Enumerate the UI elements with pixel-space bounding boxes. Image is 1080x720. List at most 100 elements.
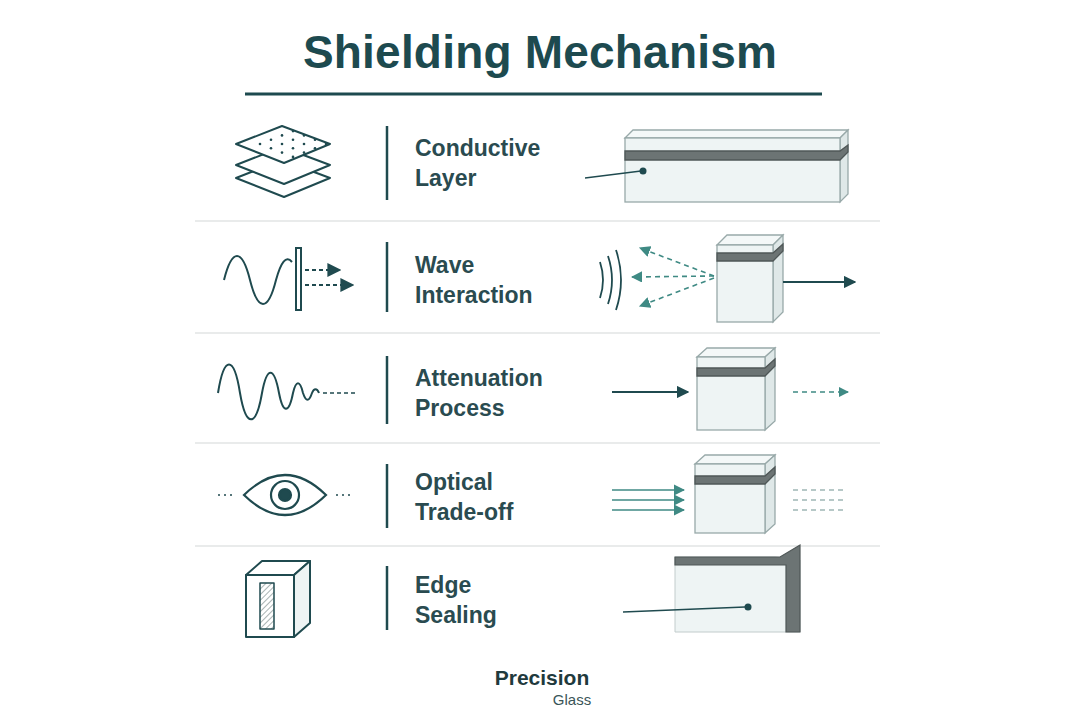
row-divider — [195, 221, 880, 546]
column-bar — [386, 356, 389, 424]
leader-line — [585, 168, 647, 179]
diagram-title: Shielding Mechanism — [303, 25, 777, 79]
wave-icon — [224, 256, 292, 304]
layer-dots — [292, 130, 295, 133]
layers-icon — [236, 126, 330, 163]
layer-dots — [270, 138, 273, 141]
reflected-wave — [632, 276, 714, 277]
layer-dots — [292, 147, 295, 150]
row-label: Attenuation Process — [415, 363, 546, 423]
row-divider — [195, 545, 880, 546]
sealed-panel — [675, 545, 800, 632]
eye-icon — [218, 475, 354, 515]
layer-dots — [281, 143, 284, 146]
glass-block — [625, 130, 848, 138]
glass-block — [717, 244, 783, 261]
logo-text: Precision — [495, 666, 590, 690]
column-bar — [386, 242, 389, 312]
layer-dots — [314, 147, 317, 150]
fading-line — [323, 392, 356, 394]
glass-block — [717, 235, 783, 245]
edge-icon — [246, 575, 294, 637]
glass-block — [695, 455, 775, 533]
glass-block — [697, 348, 775, 430]
row-divider — [195, 220, 880, 221]
glass-block — [695, 464, 765, 533]
layer-dots — [303, 151, 306, 154]
incoming-wave — [616, 250, 621, 310]
reflected-wave — [640, 248, 714, 276]
row-divider — [195, 332, 880, 333]
leader-line — [640, 168, 647, 175]
column-bar — [386, 464, 389, 528]
layer-dots — [303, 134, 306, 137]
wave-icon — [305, 284, 353, 286]
leader-line — [745, 604, 752, 611]
dimmed-light — [793, 499, 846, 500]
glass-block — [765, 455, 775, 533]
glass-block — [840, 130, 848, 202]
leader-line — [585, 171, 641, 178]
dimmed-light — [793, 489, 846, 490]
glass-block — [697, 348, 775, 357]
layer-dots — [314, 138, 317, 141]
glass-block — [625, 145, 848, 160]
sealed-panel — [675, 557, 800, 632]
row-label: Edge Sealing — [415, 570, 500, 630]
layers-icon — [236, 147, 330, 184]
layer-dots — [281, 151, 284, 154]
wave-icon — [305, 269, 340, 271]
reflected-wave — [640, 278, 714, 306]
column-bar — [386, 126, 389, 630]
light-arrows — [612, 509, 684, 511]
leader-line — [623, 604, 752, 613]
light-arrows — [612, 499, 684, 501]
layer-dots — [259, 143, 262, 146]
layer-dots — [303, 143, 306, 146]
sealed-panel — [675, 545, 800, 632]
row-divider — [195, 442, 880, 443]
glass-block — [697, 359, 775, 376]
eye-icon — [218, 494, 236, 496]
glass-block — [695, 467, 775, 484]
column-bar — [386, 566, 389, 630]
eye-icon — [271, 481, 299, 509]
incoming-wave — [600, 250, 621, 310]
title-underline — [245, 94, 822, 95]
row-label: Conductive Layer — [415, 133, 544, 193]
glass-block — [717, 235, 783, 322]
transmitted-arrow — [783, 281, 855, 283]
incoming-wave — [600, 262, 603, 298]
logo-subtext: Glass — [553, 691, 591, 708]
layer-dots — [325, 143, 328, 146]
wave-icon — [296, 248, 301, 310]
layers-icon — [236, 126, 330, 197]
light-arrows — [612, 489, 684, 491]
glass-block — [625, 130, 848, 202]
glass-block — [625, 138, 840, 202]
weak-arrow — [793, 391, 848, 393]
leader-line — [623, 607, 745, 612]
wave-icon — [224, 248, 353, 310]
damped-wave-icon — [218, 365, 319, 420]
eye-icon — [244, 475, 326, 515]
light-arrows — [612, 490, 684, 510]
incoming-wave — [608, 256, 612, 304]
reflected-wave — [632, 248, 714, 306]
glass-block — [695, 455, 775, 464]
eye-icon — [336, 494, 354, 496]
dimmed-light — [793, 490, 846, 510]
layer-dots — [292, 138, 295, 141]
edge-icon — [294, 561, 310, 637]
layer-dots — [281, 134, 284, 137]
layer-dots — [259, 130, 328, 158]
eye-icon — [279, 489, 291, 501]
title-underline — [245, 93, 822, 96]
dimmed-light — [793, 509, 846, 510]
incident-arrow — [612, 391, 688, 393]
layer-dots — [270, 147, 273, 150]
layer-dots — [292, 156, 295, 159]
edge-icon — [246, 561, 310, 637]
column-bar — [386, 126, 389, 200]
